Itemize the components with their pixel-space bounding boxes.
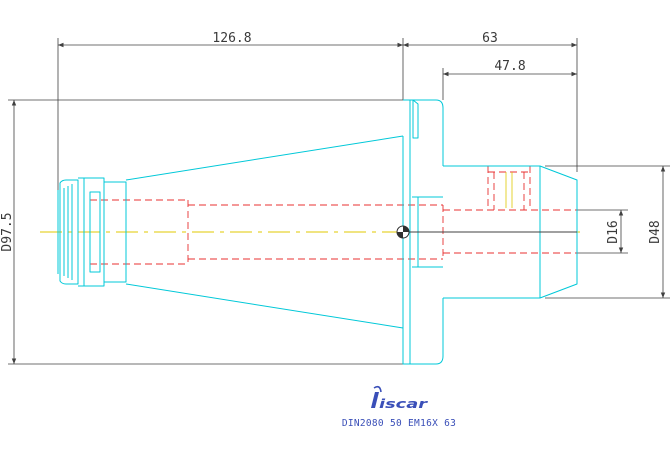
iscar-logo-icon: iscar	[371, 385, 429, 411]
logo-wordmark: iscar	[379, 397, 429, 411]
dimension-lines	[8, 38, 670, 365]
dim-gauge-length: 63	[482, 31, 498, 46]
dim-overall-length: 126.8	[212, 31, 251, 46]
set-screw-thread	[505, 172, 513, 208]
dim-bore-diameter: D16	[606, 220, 621, 243]
dim-projection: 47.8	[494, 59, 525, 74]
gauge-point-marker	[396, 225, 577, 239]
hidden-lines	[90, 166, 577, 265]
dim-flange-diameter: D97.5	[0, 212, 15, 251]
tool-holder-outline	[57, 99, 578, 365]
part-designation: DIN2080 50 EM16X 63	[342, 418, 456, 429]
dim-body-diameter: D48	[648, 220, 663, 243]
